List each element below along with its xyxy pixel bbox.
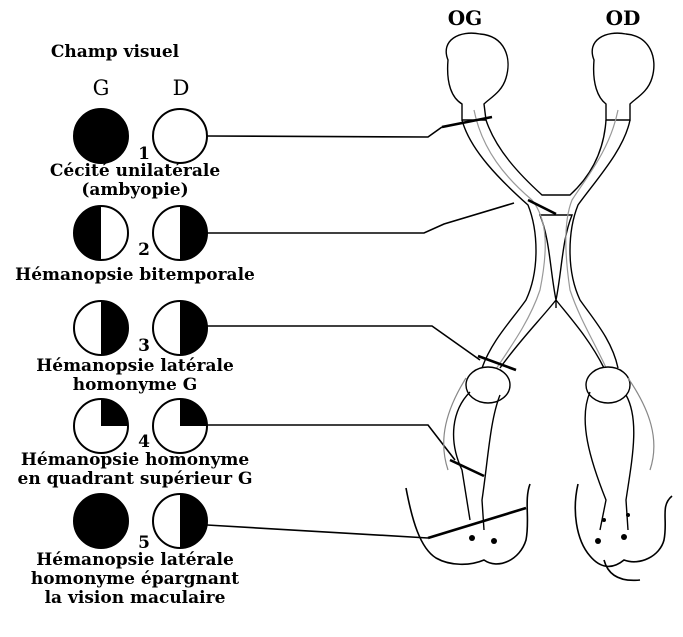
right-eyeball <box>591 32 655 121</box>
lesion-4 <box>449 458 485 478</box>
chiasm-center <box>538 214 574 301</box>
visual-field-row-5 <box>73 493 208 549</box>
diagram-title: Champ visuel <box>50 42 180 62</box>
leader-4 <box>207 424 456 461</box>
left-lgn <box>465 366 511 404</box>
field-right-intact <box>152 108 208 164</box>
lesion-caption: Hémanopsie bitemporale <box>15 265 255 285</box>
column-label-left: G <box>92 76 110 100</box>
visual-field-row-3 <box>73 300 208 356</box>
lesion-number: 1 <box>138 144 150 164</box>
right-outer-tract <box>569 119 631 369</box>
leader-1 <box>206 126 443 138</box>
lesion-5 <box>427 506 527 540</box>
lesion-caption: Hémanopsie latérale homonyme G <box>36 356 234 395</box>
left-eyeball <box>445 32 509 121</box>
optic-pathways <box>461 119 631 369</box>
lesion-caption: Hémanopsie latérale homonyme épargnant l… <box>30 550 240 608</box>
occipital-cortex <box>405 483 673 582</box>
chiasm-top <box>485 119 607 196</box>
leader-2 <box>207 202 515 234</box>
lesion-caption: Hémanopsie homonyme en quadrant supérieu… <box>17 450 253 489</box>
lesion-number: 5 <box>138 533 150 553</box>
nasal-fibres <box>473 109 619 373</box>
lesion-2 <box>527 198 557 216</box>
lesion-bars <box>427 115 557 540</box>
lesion-caption: Cécité unilatérale (ambyopie) <box>49 161 221 200</box>
visual-field-row-4 <box>73 398 208 454</box>
leader-3 <box>207 325 481 361</box>
lesion-number: 2 <box>138 240 150 260</box>
visual-field-row-2 <box>73 205 208 261</box>
field-left-blind <box>73 108 129 164</box>
right-cortex <box>574 483 673 568</box>
lesion-number: 4 <box>138 432 150 452</box>
left-cortex <box>405 483 531 566</box>
left-outer-tract <box>461 119 537 369</box>
leader-5 <box>206 524 429 539</box>
optic-radiations <box>452 391 635 531</box>
column-label-right: D <box>172 76 190 100</box>
lesion-3 <box>477 354 517 372</box>
lesion-number: 3 <box>138 336 150 356</box>
cortex-dots <box>469 513 630 544</box>
eye-label-right: OD <box>605 6 641 30</box>
right-lgn <box>585 366 631 404</box>
lesion-1 <box>441 115 493 129</box>
eye-label-left: OG <box>447 6 483 30</box>
leader-lines <box>206 126 515 539</box>
eyeballs <box>445 32 655 121</box>
geniculate-bodies <box>465 366 631 404</box>
